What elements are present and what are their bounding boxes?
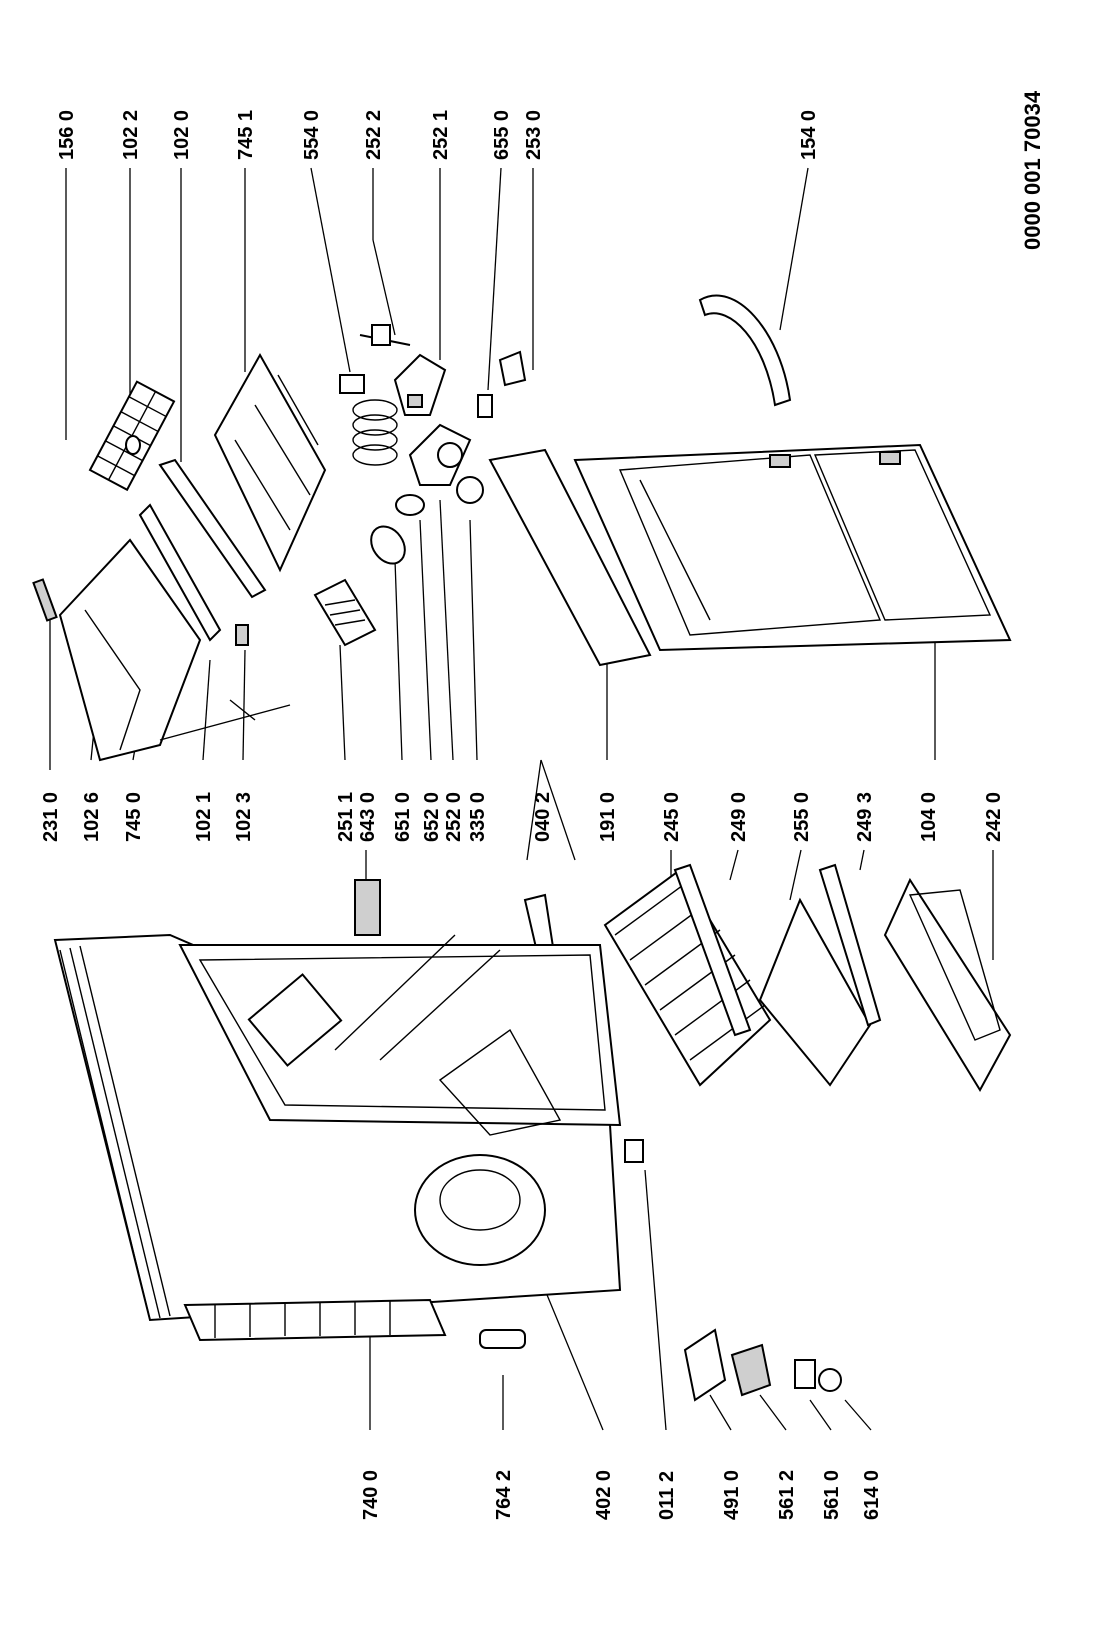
lamp-socket (395, 494, 425, 516)
label-102-2: 102 2 (120, 110, 142, 160)
label-561-0: 561 0 (821, 1470, 843, 1520)
label-252-1: 252 1 (430, 110, 452, 160)
clip-part (32, 578, 58, 622)
label-249-0: 249 0 (728, 792, 750, 842)
label-242-0: 242 0 (983, 792, 1005, 842)
label-249-3: 249 3 (854, 792, 876, 842)
label-231-0: 231 0 (40, 792, 62, 842)
label-011-2: 011 2 (656, 1471, 678, 1520)
label-252-2: 252 2 (363, 110, 385, 160)
light-bulb (370, 525, 406, 565)
freezer-evaporator (58, 538, 291, 762)
label-191-0: 191 0 (597, 792, 619, 842)
top-labels: 156 0 102 2 102 0 745 1 554 0 252 2 252 … (56, 110, 820, 160)
coil-spring (352, 399, 398, 466)
lamp-housing (408, 423, 472, 486)
label-040-2: 040 2 (532, 792, 554, 842)
label-491-0: 491 0 (721, 1470, 743, 1520)
label-253-0: 253 0 (523, 110, 545, 160)
shelf-trim (673, 863, 752, 1037)
middle-labels: 231 0 102 6 745 0 102 1 102 3 251 1 643 … (40, 792, 1005, 842)
filter-drier (479, 1329, 526, 1349)
label-652-0: 652 0 (421, 792, 443, 842)
bracket-part (359, 324, 411, 346)
hook-part (235, 624, 249, 646)
label-651-0: 651 0 (392, 792, 414, 842)
crisper-drawer (883, 877, 1012, 1092)
label-102-3: 102 3 (233, 792, 255, 842)
grommet (818, 1368, 842, 1392)
door-handle (698, 294, 792, 407)
start-relay (730, 1343, 772, 1397)
label-402-0: 402 0 (593, 1470, 615, 1520)
drip-tray (213, 352, 327, 573)
overload-protector (794, 1359, 816, 1389)
label-102-0: 102 0 (171, 110, 193, 160)
label-245-0: 245 0 (661, 792, 683, 842)
label-745-1: 745 1 (235, 110, 257, 160)
pin-part (125, 435, 141, 455)
label-plate (354, 879, 381, 936)
glass-shelf-trim (818, 863, 882, 1027)
label-643-0: 643 0 (357, 792, 379, 842)
door-switch (477, 394, 493, 418)
label-554-0: 554 0 (301, 110, 323, 160)
label-102-1: 102 1 (193, 792, 215, 842)
label-614-0: 614 0 (861, 1470, 883, 1520)
document-code: 0000 001 70034 (1020, 90, 1045, 250)
label-740-0: 740 0 (360, 1470, 382, 1520)
adjustable-foot (624, 1139, 644, 1163)
label-102-6: 102 6 (81, 792, 103, 842)
door-gasket-strip (488, 448, 652, 667)
knob-cover (498, 350, 527, 387)
door-inner-panel (573, 443, 1012, 652)
label-156-0: 156 0 (56, 110, 78, 160)
label-252-0: 252 0 (443, 792, 465, 842)
label-251-1: 251 1 (335, 792, 357, 842)
label-154-0: 154 0 (798, 110, 820, 160)
label-561-2: 561 2 (776, 1470, 798, 1520)
lamp-cover (313, 578, 377, 647)
label-745-0: 745 0 (123, 792, 145, 842)
thermostat-housing (393, 353, 447, 416)
label-335-0: 335 0 (467, 792, 489, 842)
condenser (183, 1298, 447, 1342)
relay-cover (683, 1328, 727, 1402)
label-104-0: 104 0 (918, 792, 940, 842)
leader-lines (49, 167, 994, 1431)
label-764-2: 764 2 (493, 1470, 515, 1520)
thermostat-knob (456, 476, 484, 504)
trim-strip-lower (138, 503, 222, 642)
label-255-0: 255 0 (791, 792, 813, 842)
refrigerator-cabinet (53, 933, 622, 1322)
bottom-labels: 740 0 764 2 402 0 011 2 491 0 561 2 561 … (360, 1470, 883, 1520)
label-655-0: 655 0 (491, 110, 513, 160)
trim-strip-upper (158, 458, 267, 599)
spring-cap (339, 374, 365, 394)
